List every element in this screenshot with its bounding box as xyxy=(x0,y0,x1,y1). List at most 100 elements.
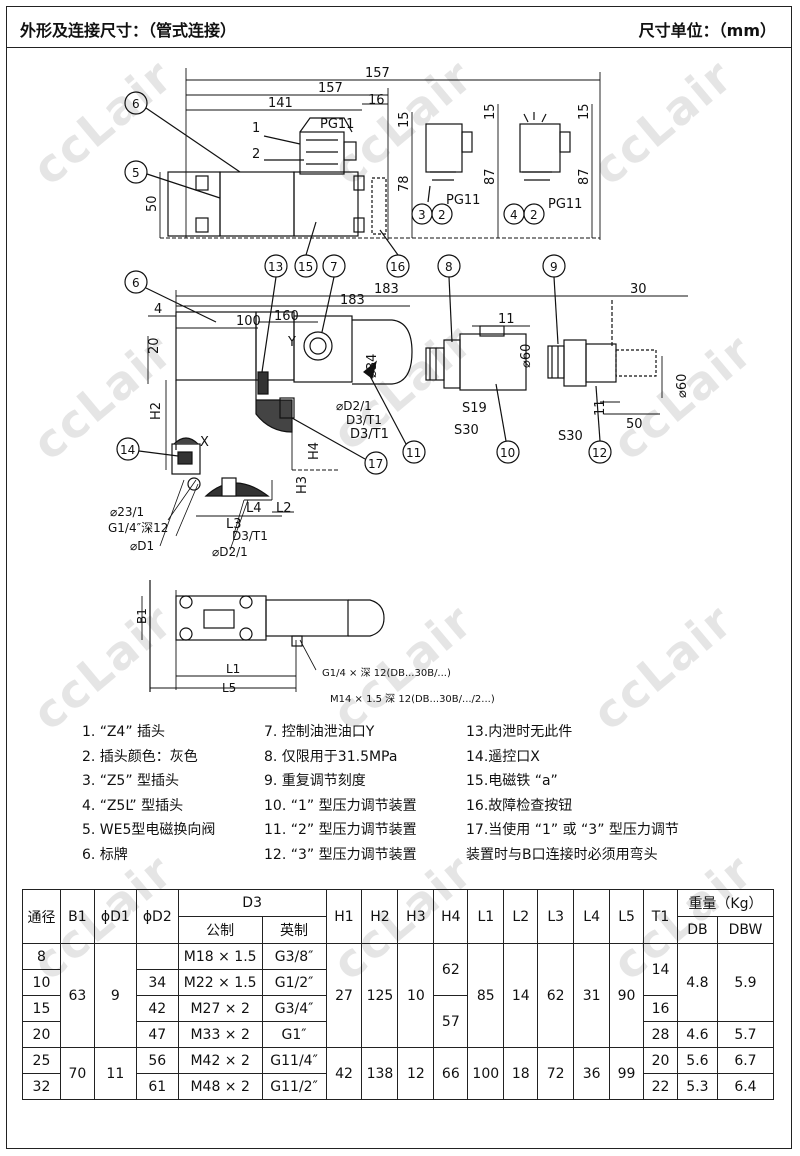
cell-size: 32 xyxy=(22,1073,61,1100)
cell-dbw: 6.4 xyxy=(716,1073,775,1100)
label-d2-1-b: ⌀D2/1 xyxy=(212,545,248,559)
th-l5: L5 xyxy=(609,889,645,944)
callout-10: 10 xyxy=(500,446,515,460)
cell-d3-metric: M33 × 2 xyxy=(177,1021,263,1048)
label-2: 2 xyxy=(252,147,260,162)
cell-dbw: 5.7 xyxy=(716,1021,775,1048)
cell-d3-metric: M48 × 2 xyxy=(177,1073,263,1100)
adjuster-type1 xyxy=(425,325,527,391)
th-d1: ϕD1 xyxy=(93,889,137,944)
callout-16: 16 xyxy=(390,260,405,274)
label-d3-t1-b: D3/T1 xyxy=(232,529,268,543)
label-d1: ⌀D1 xyxy=(130,539,154,553)
callout-12: 12 xyxy=(592,446,607,460)
th-h4: H4 xyxy=(433,889,469,944)
th-d3-inch: 英制 xyxy=(261,916,327,944)
dim-16: 16 xyxy=(368,93,385,108)
cell-h1: 42 xyxy=(325,1047,363,1100)
cell-l1: 85 xyxy=(467,943,505,1048)
cell-db: 4.6 xyxy=(676,1021,718,1048)
cell-d1: 9 xyxy=(93,943,137,1048)
callout-2b: 2 xyxy=(530,208,538,222)
cell-d2 xyxy=(135,943,179,970)
cell-size: 8 xyxy=(22,943,61,970)
callout-11: 11 xyxy=(406,446,421,460)
callouts-mid xyxy=(116,254,612,475)
cell-l5: 99 xyxy=(609,1047,645,1100)
cell-size: 25 xyxy=(22,1047,61,1074)
cell-d3-inch: G3/8″ xyxy=(261,943,327,970)
th-h2: H2 xyxy=(361,889,399,944)
cell-d3-metric: M22 × 1.5 xyxy=(177,969,263,996)
cell-l2: 14 xyxy=(503,943,539,1048)
legend-item-17-cont: 装置时与B口连接时必须用弯头 xyxy=(466,846,658,863)
cell-h4: 62 xyxy=(433,943,469,996)
cell-h4: 66 xyxy=(433,1047,469,1100)
callout-6b: 6 xyxy=(132,276,140,290)
dim-b1: B1 xyxy=(135,608,149,624)
th-l1: L1 xyxy=(467,889,505,944)
top-valve-body xyxy=(167,117,387,237)
callout-5: 5 xyxy=(132,166,140,180)
bottom-view xyxy=(141,580,385,692)
cell-size: 10 xyxy=(22,969,61,996)
cell-d3-inch: G11/4″ xyxy=(261,1047,327,1074)
label-pg11-3: PG11 xyxy=(548,197,582,212)
dim-s19: S19 xyxy=(462,401,487,416)
callout-14: 14 xyxy=(120,443,135,457)
label-g14-deep12: G1/4″深12 xyxy=(108,521,168,535)
cell-l5: 90 xyxy=(609,943,645,1048)
th-b1: B1 xyxy=(59,889,95,944)
technical-drawing: 157 157 141 16 15 15 15 78 87 87 50 PG11… xyxy=(108,66,690,705)
legend-col-2: 7. 控制油泄油口Y 8. 仅限用于31.5MPa 9. 重复调节刻度 10. … xyxy=(264,720,417,868)
plug-z5l xyxy=(519,112,571,181)
legend-item-17: 17.当使用 “1” 或 “3” 型压力调节 xyxy=(466,822,679,839)
legend-item-4: 4. “Z5L” 型插头 xyxy=(82,797,184,814)
th-d3-metric: 公制 xyxy=(177,916,263,944)
cell-d3-inch: G1/2″ xyxy=(261,969,327,996)
dim-h3: H3 xyxy=(295,476,310,494)
th-h1: H1 xyxy=(325,889,363,944)
dim-157-inner: 157 xyxy=(318,81,343,96)
legend-item-14: 14.遥控口X xyxy=(466,748,540,765)
cell-db: 4.8 xyxy=(676,943,718,1022)
th-d2: ϕD2 xyxy=(135,889,179,944)
th-dbw: DBW xyxy=(716,916,775,944)
legend-item-2: 2. 插头颜色：灰色 xyxy=(82,748,198,765)
cell-d3-inch: G3/4″ xyxy=(261,995,327,1022)
dim-160: 160 xyxy=(274,309,299,324)
cell-size: 20 xyxy=(22,1021,61,1048)
cell-t1: 16 xyxy=(643,995,678,1022)
cell-d2: 56 xyxy=(135,1047,179,1074)
label-d23-1: ⌀23/1 xyxy=(110,505,144,519)
legend-item-16: 16.故障检查按钮 xyxy=(466,797,573,814)
legend-item-9: 9. 重复调节刻度 xyxy=(264,773,366,790)
legend-col-3: 13.内泄时无此件 14.遥控口X 15.电磁铁 “a” 16.故障检查按钮 1… xyxy=(466,720,679,868)
th-l3: L3 xyxy=(537,889,575,944)
label-d3t1-side: D3/T1 xyxy=(350,427,389,442)
dim-78: 78 xyxy=(397,175,412,192)
callout-9: 9 xyxy=(550,260,558,274)
callout-7: 7 xyxy=(330,260,338,274)
dim-11a: 11 xyxy=(498,312,515,327)
adjuster-type3 xyxy=(547,300,657,387)
cell-d2: 61 xyxy=(135,1073,179,1100)
label-pg11-2: PG11 xyxy=(446,193,480,208)
port-y: Y xyxy=(287,335,296,350)
dim-l4: L4 xyxy=(246,501,262,516)
callout-3: 3 xyxy=(418,208,426,222)
legend-item-5: 5. WE5型电磁换向阀 xyxy=(82,822,216,839)
label-d3-t1-a: D3/T1 xyxy=(346,413,382,427)
cell-h1: 27 xyxy=(325,943,363,1048)
dim-30: 30 xyxy=(630,282,647,297)
th-db: DB xyxy=(676,916,718,944)
dim-183a: 183 xyxy=(374,282,399,297)
callout-8: 8 xyxy=(445,260,453,274)
cell-h4: 57 xyxy=(433,995,469,1048)
legend-item-3: 3. “Z5” 型插头 xyxy=(82,773,180,790)
th-size: 通径 xyxy=(22,889,61,944)
cell-d3-inch: G11/2″ xyxy=(261,1073,327,1100)
cell-l1: 100 xyxy=(467,1047,505,1100)
header-bar: 外形及连接尺寸：（管式连接） 尺寸单位：（mm） xyxy=(6,6,792,48)
dim-d60b: ⌀60 xyxy=(675,374,690,398)
